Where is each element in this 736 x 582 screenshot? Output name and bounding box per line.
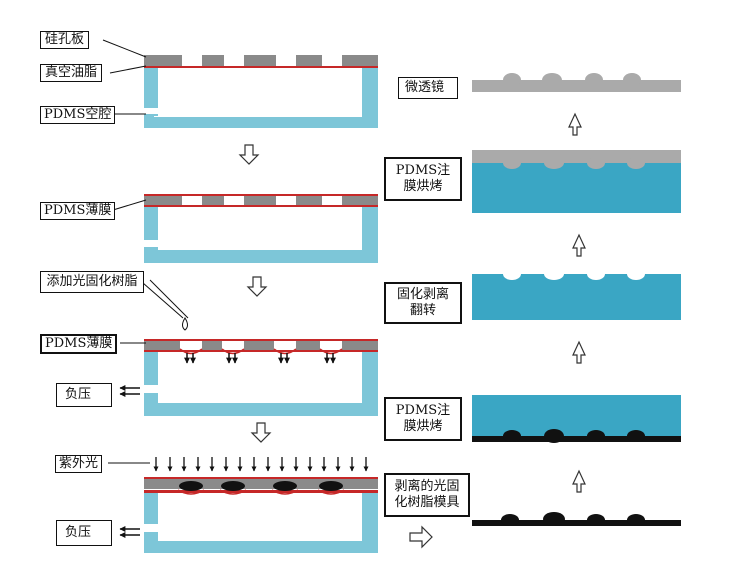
label-pdms-cast-bake-2: PDMS注膜烘烤 <box>384 397 462 441</box>
label-uv-light: 紫外光 <box>55 455 103 473</box>
right-arrow-icon <box>409 525 433 549</box>
negative-pressure-arrows-1 <box>119 385 140 397</box>
label-pdms-cavity: PDMS空腔 <box>40 106 116 124</box>
negative-pressure-arrows-2 <box>119 526 140 538</box>
resin-mold <box>472 512 681 526</box>
label-peeled-mold: 剥离的光固化树脂模具 <box>384 473 470 517</box>
label-silicon-plate: 硅孔板 <box>40 31 90 49</box>
label-pdms-film-2: PDMS薄膜 <box>40 334 118 354</box>
label-pdms-cast-bake-1: PDMS注膜烘烤 <box>384 157 462 201</box>
pdms-mold-flipped <box>472 268 681 320</box>
label-vacuum-grease: 真空油脂 <box>40 64 103 82</box>
silicon-plate <box>144 55 378 66</box>
label-add-resin: 添加光固化树脂 <box>40 271 144 293</box>
microlens-array <box>472 73 681 92</box>
grease-layer <box>144 65 378 68</box>
stage-2-assembly <box>144 194 378 263</box>
label-microlens: 微透镜 <box>398 77 458 99</box>
pdms-cavity-body <box>144 68 378 128</box>
pdms-cast-on-mold <box>472 395 681 443</box>
down-arrow-icon <box>238 144 260 165</box>
pdms-cast-bake-top <box>472 150 681 213</box>
stage-3-assembly <box>144 339 378 416</box>
label-cure-peel-flip: 固化剥离翻转 <box>384 282 462 324</box>
cavity-interior <box>158 68 362 117</box>
stage-4-assembly <box>144 477 378 553</box>
stage-1-assembly <box>144 55 378 128</box>
uv-arrows <box>153 457 369 472</box>
label-negative-pressure-1: 负压 <box>56 383 112 407</box>
label-pdms-film-1: PDMS薄膜 <box>40 202 116 220</box>
resin-drop-icon <box>182 317 188 331</box>
label-negative-pressure-2: 负压 <box>56 520 112 546</box>
